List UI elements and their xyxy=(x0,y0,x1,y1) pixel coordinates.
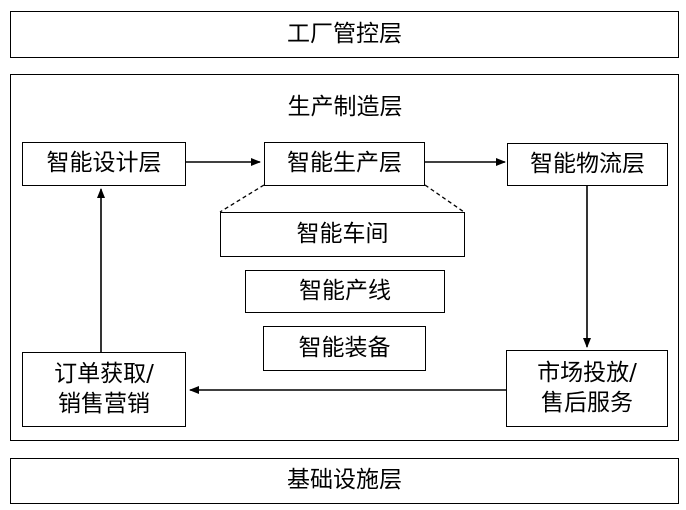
smart-logistics-layer-box: 智能物流层 xyxy=(507,143,668,186)
smart-workshop-box: 智能车间 xyxy=(220,212,465,257)
order-sales-line2: 销售营销 xyxy=(58,390,150,417)
factory-control-layer-label: 工厂管控层 xyxy=(287,20,402,47)
smart-production-layer-box: 智能生产层 xyxy=(264,142,425,186)
smart-logistics-layer-label: 智能物流层 xyxy=(530,150,645,177)
order-sales-line1: 订单获取/ xyxy=(54,360,154,387)
infrastructure-layer-label: 基础设施层 xyxy=(287,467,402,494)
smart-production-layer-label: 智能生产层 xyxy=(287,150,402,177)
infrastructure-layer-box: 基础设施层 xyxy=(10,458,679,504)
smart-design-layer-box: 智能设计层 xyxy=(22,142,186,186)
dashed-expansion-right xyxy=(424,184,465,213)
smart-equipment-label: 智能装备 xyxy=(298,334,391,361)
market-service-box: 市场投放/ 售后服务 xyxy=(506,350,668,427)
smart-production-line-label: 智能产线 xyxy=(299,277,391,304)
smart-design-layer-label: 智能设计层 xyxy=(46,150,162,177)
market-service-line2: 售后服务 xyxy=(541,389,633,416)
smart-production-line-box: 智能产线 xyxy=(245,270,445,313)
smart-workshop-label: 智能车间 xyxy=(296,220,389,247)
order-sales-box: 订单获取/ 销售营销 xyxy=(22,352,186,427)
market-service-line1: 市场投放/ xyxy=(537,359,637,386)
production-manufacturing-layer-title: 生产制造层 xyxy=(287,94,403,120)
factory-control-layer-box: 工厂管控层 xyxy=(10,11,679,58)
dashed-expansion-left xyxy=(219,184,265,213)
smart-equipment-box: 智能装备 xyxy=(263,326,426,371)
